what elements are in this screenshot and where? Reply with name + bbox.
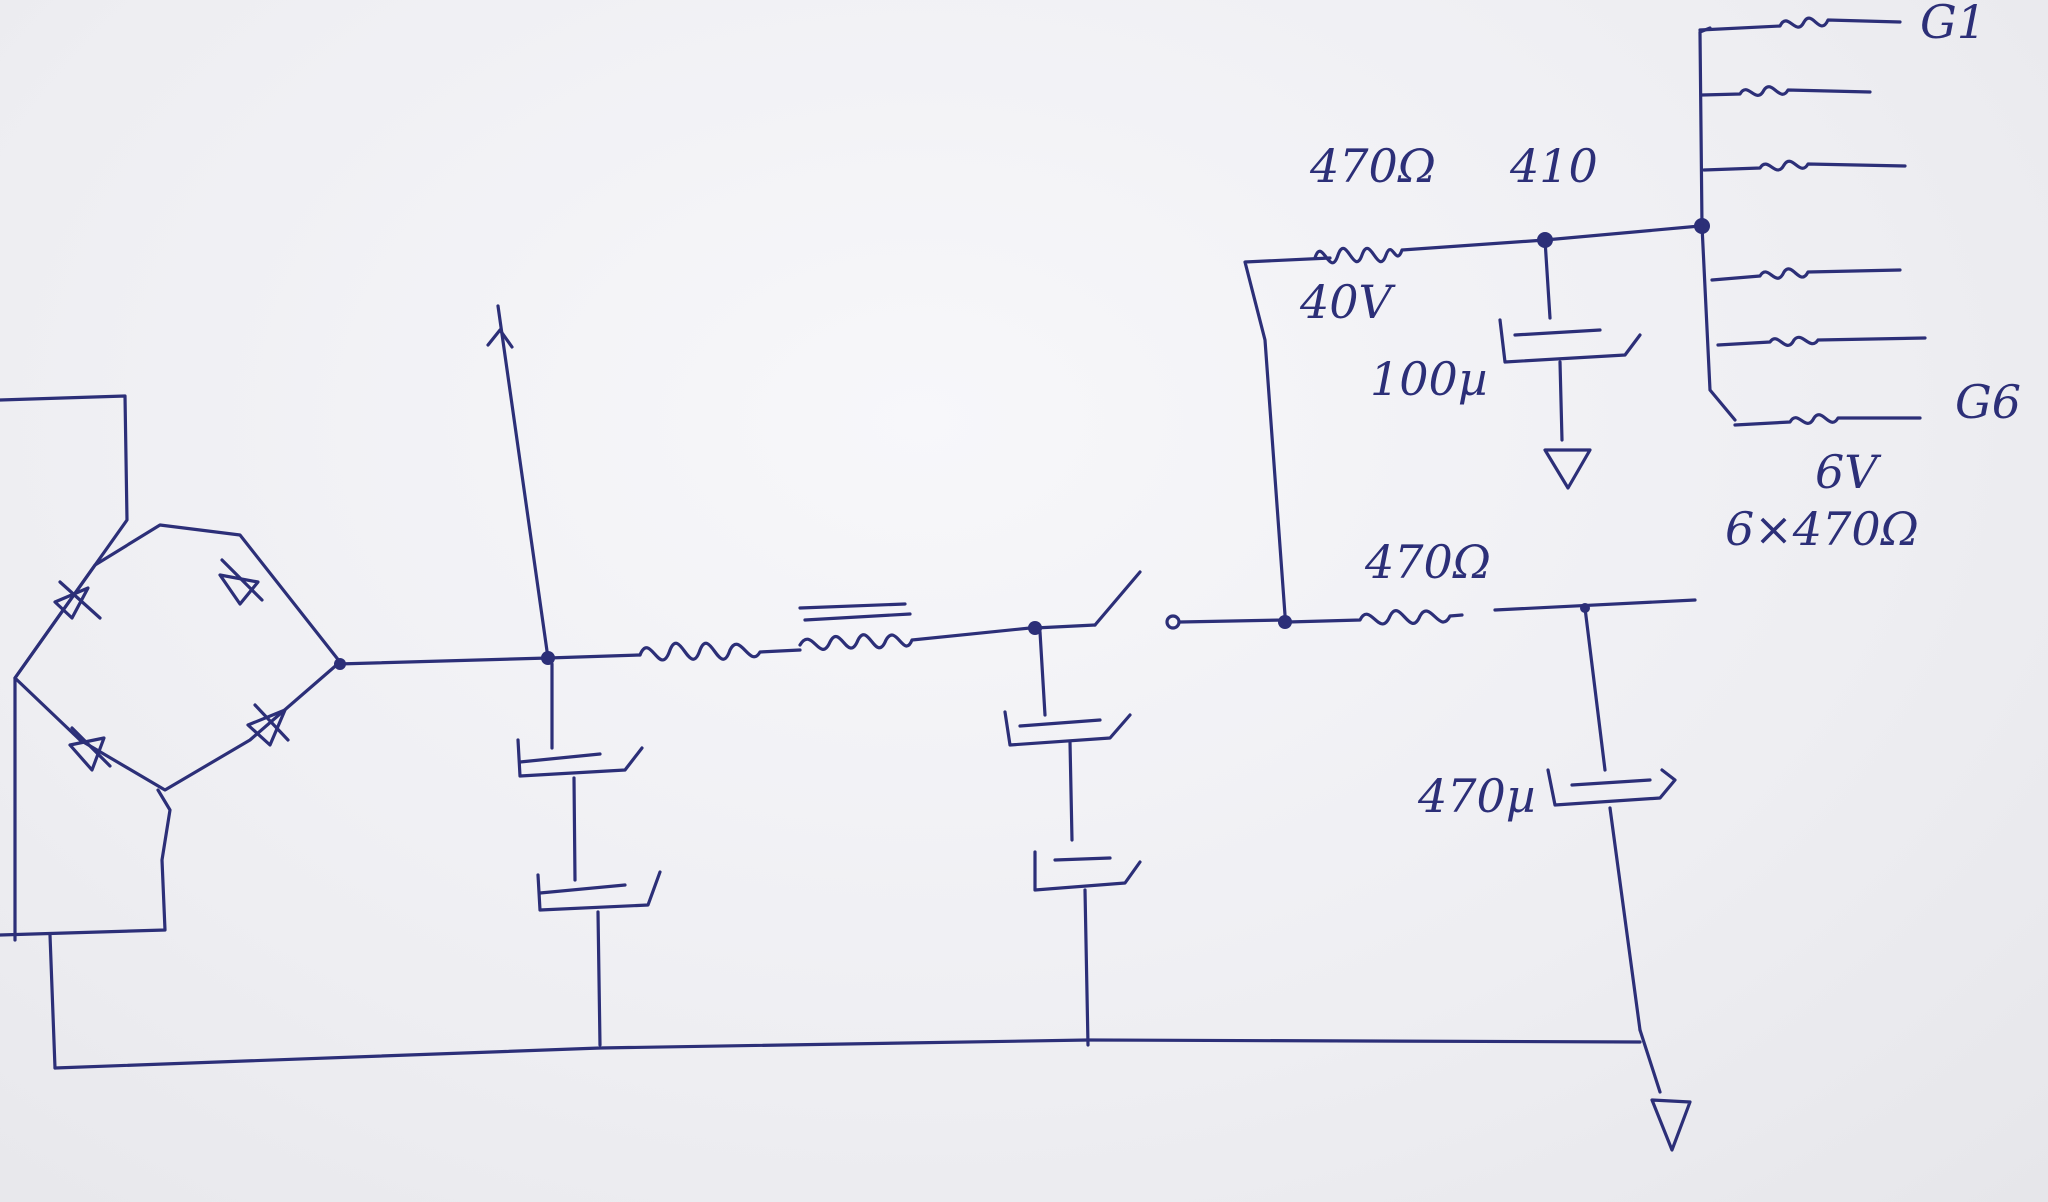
diode-d2-icon xyxy=(218,558,264,606)
label-g1: G1 xyxy=(1920,0,1986,49)
capacitor-c100 xyxy=(1498,318,1642,442)
dc-rail xyxy=(334,651,642,670)
bridge-rectifier xyxy=(13,523,342,792)
capacitor-c470 xyxy=(1546,606,1677,1032)
resistor-g2-icon xyxy=(1700,85,1872,98)
label-r-array: 6×470Ω xyxy=(1725,502,1919,556)
label-6v: 6V xyxy=(1815,445,1882,499)
ground-bottom-icon xyxy=(1650,1098,1692,1152)
high-voltage-tap xyxy=(486,304,550,660)
diode-d3-icon xyxy=(68,726,112,772)
label-r-top: 470Ω xyxy=(1309,139,1436,193)
choke-l1-icon xyxy=(798,602,1032,651)
node-after-switch xyxy=(1178,615,1292,629)
upper-branch xyxy=(1243,256,1332,617)
resistor-g6-icon xyxy=(1733,413,1922,427)
resistor-g5-icon xyxy=(1716,335,1927,347)
capacitor-stack-1 xyxy=(516,662,662,1047)
junction-2 xyxy=(1028,621,1097,635)
label-c100: 100µ xyxy=(1370,352,1488,406)
capacitor-stack-2 xyxy=(1003,630,1142,1047)
label-g6: G6 xyxy=(1955,375,2021,429)
resistor-r1-icon xyxy=(638,641,802,662)
resistor-r3-icon xyxy=(1313,238,1547,265)
diode-d1-icon xyxy=(53,580,102,620)
label-r-mid: 470Ω xyxy=(1364,535,1491,589)
ground-bus xyxy=(53,1028,1662,1094)
resistor-g3-icon xyxy=(1702,159,1907,172)
label-40v: 40V xyxy=(1299,275,1397,329)
ground-c100-icon xyxy=(1543,448,1592,490)
node-410 xyxy=(1537,224,1702,320)
resistor-g4-icon xyxy=(1710,267,1902,282)
diode-d4-icon xyxy=(246,703,290,747)
label-c470: 470µ xyxy=(1417,769,1536,823)
resistor-g1-icon xyxy=(1698,16,1902,32)
label-node-410: 410 xyxy=(1509,139,1598,193)
g-bus xyxy=(1694,26,1737,422)
resistor-r2-icon xyxy=(1286,598,1697,626)
ac-input-wires xyxy=(0,394,172,1070)
switch-s1-icon xyxy=(1093,570,1181,630)
